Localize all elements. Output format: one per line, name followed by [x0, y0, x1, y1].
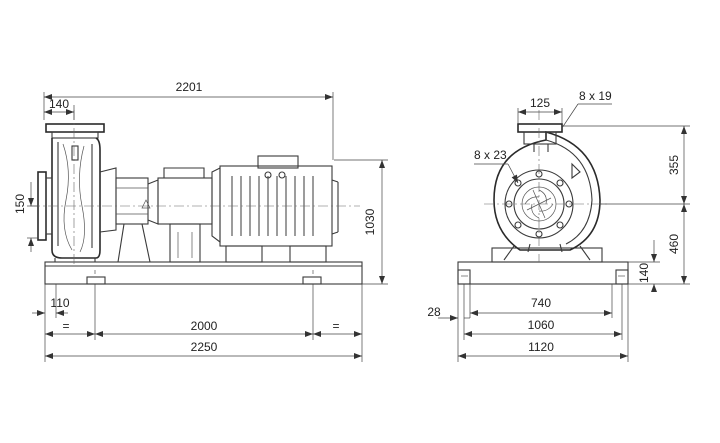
leader-discharge-holes: 8 x 19 — [561, 89, 612, 129]
dim-base-width-label: 1120 — [528, 340, 554, 354]
dim-base-length-label: 2250 — [191, 340, 218, 354]
dim-equal-left-label: = — [62, 319, 69, 333]
side-view: 2201 140 150 1030 110 — [13, 80, 388, 362]
dim-foot-width-label: 740 — [531, 296, 551, 310]
dim-discharge-width-label: 125 — [530, 96, 550, 110]
dim-base-end-label: 110 — [50, 296, 69, 310]
dim-horizontal-bottom: 740 28 1060 1120 — [427, 284, 629, 362]
dim-foot-edge-label: 28 — [427, 305, 441, 319]
base-frame — [44, 261, 363, 285]
coupling-guard — [157, 167, 213, 263]
dim-vertical-right: 355 460 140 — [562, 125, 690, 292]
dim-bolt-spacing: = 2000 = — [45, 284, 363, 362]
dim-base-height-label: 140 — [637, 263, 651, 283]
dim-shaft-height-label: 460 — [667, 234, 681, 254]
dim-bolt-spacing-label: 2000 — [191, 319, 218, 333]
end-view: 125 8 x 19 8 x 23 355 460 140 — [427, 89, 690, 362]
dim-suction-height-label: 150 — [13, 194, 27, 214]
dim-equal-right-label: = — [332, 319, 339, 333]
dim-base-length: 2250 — [45, 340, 362, 359]
dim-suction-offset: 140 — [44, 97, 75, 120]
dim-suction-height: 150 — [13, 182, 38, 252]
pump-casing — [37, 123, 105, 262]
volute-casing — [493, 123, 601, 261]
dim-suction-offset-label: 140 — [49, 97, 69, 111]
leader-suction-holes-label: 8 x 23 — [474, 148, 507, 162]
dim-overall-length-label: 2201 — [176, 80, 203, 94]
dim-base-end: 110 — [32, 284, 70, 362]
bearing-bracket — [99, 167, 159, 263]
leader-discharge-holes-label: 8 x 19 — [579, 89, 612, 103]
dim-discharge-width: 125 — [517, 96, 563, 124]
end-base — [457, 247, 629, 285]
dim-overall-length: 2201 — [43, 80, 334, 160]
dim-total-height-label: 1030 — [363, 208, 377, 235]
leader-suction-holes: 8 x 23 — [474, 148, 519, 184]
motor — [211, 155, 339, 263]
dim-total-height: 1030 — [334, 159, 388, 285]
dim-discharge-height-label: 355 — [667, 155, 681, 175]
dim-base-bolt-width-label: 1060 — [528, 318, 555, 332]
